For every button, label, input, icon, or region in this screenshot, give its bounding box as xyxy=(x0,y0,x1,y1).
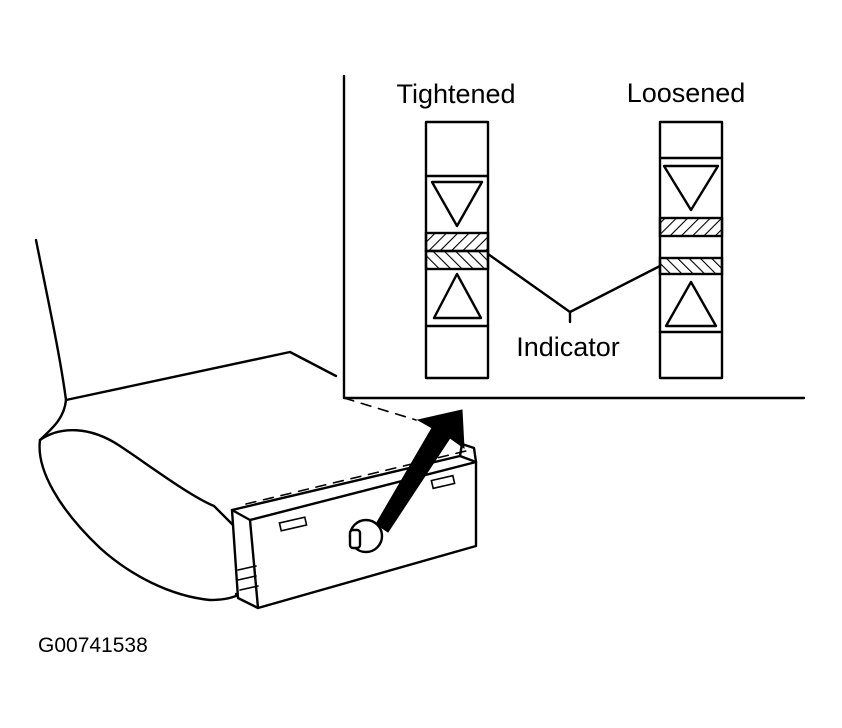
device-grip-lines xyxy=(237,565,259,591)
tightened-hatch-band-upper xyxy=(424,231,490,253)
inset-panel xyxy=(342,74,806,400)
figure-id: G00741538 xyxy=(38,634,148,657)
indicator-callout: Indicator xyxy=(486,252,662,362)
loosened-hatch-band-lower xyxy=(658,256,724,276)
device-slot-left xyxy=(278,516,308,532)
tightened-strip: Tightened xyxy=(396,79,516,380)
indicator-label: Indicator xyxy=(516,332,620,362)
device-top-face xyxy=(248,460,478,522)
device-indicator-knob xyxy=(348,528,362,550)
hand-wrist-curve xyxy=(38,429,216,508)
tightened-down-triangle-icon xyxy=(430,180,484,228)
tightened-hatch-band-lower xyxy=(424,249,490,271)
device-top-edge xyxy=(64,350,338,402)
hand-and-device-illustration xyxy=(34,238,478,610)
indicator-leader-lines xyxy=(486,252,662,314)
device-slot-right xyxy=(430,474,456,490)
pointer-arrow xyxy=(375,409,465,533)
loosened-strip-body xyxy=(658,120,724,380)
inset-leader-dashed xyxy=(343,397,417,421)
loosened-up-triangle-icon xyxy=(664,280,718,328)
device-tab xyxy=(458,442,478,464)
loosened-label: Loosened xyxy=(627,78,746,108)
inset-frame xyxy=(342,74,806,400)
arm-outline xyxy=(34,238,68,442)
loosened-down-triangle-icon xyxy=(662,164,720,212)
loosened-hatch-band-upper xyxy=(658,216,724,238)
tightened-label: Tightened xyxy=(396,79,515,109)
tightened-up-triangle-icon xyxy=(432,272,483,320)
loosened-strip: Loosened xyxy=(627,78,746,380)
device-seam-dashed xyxy=(245,449,471,505)
